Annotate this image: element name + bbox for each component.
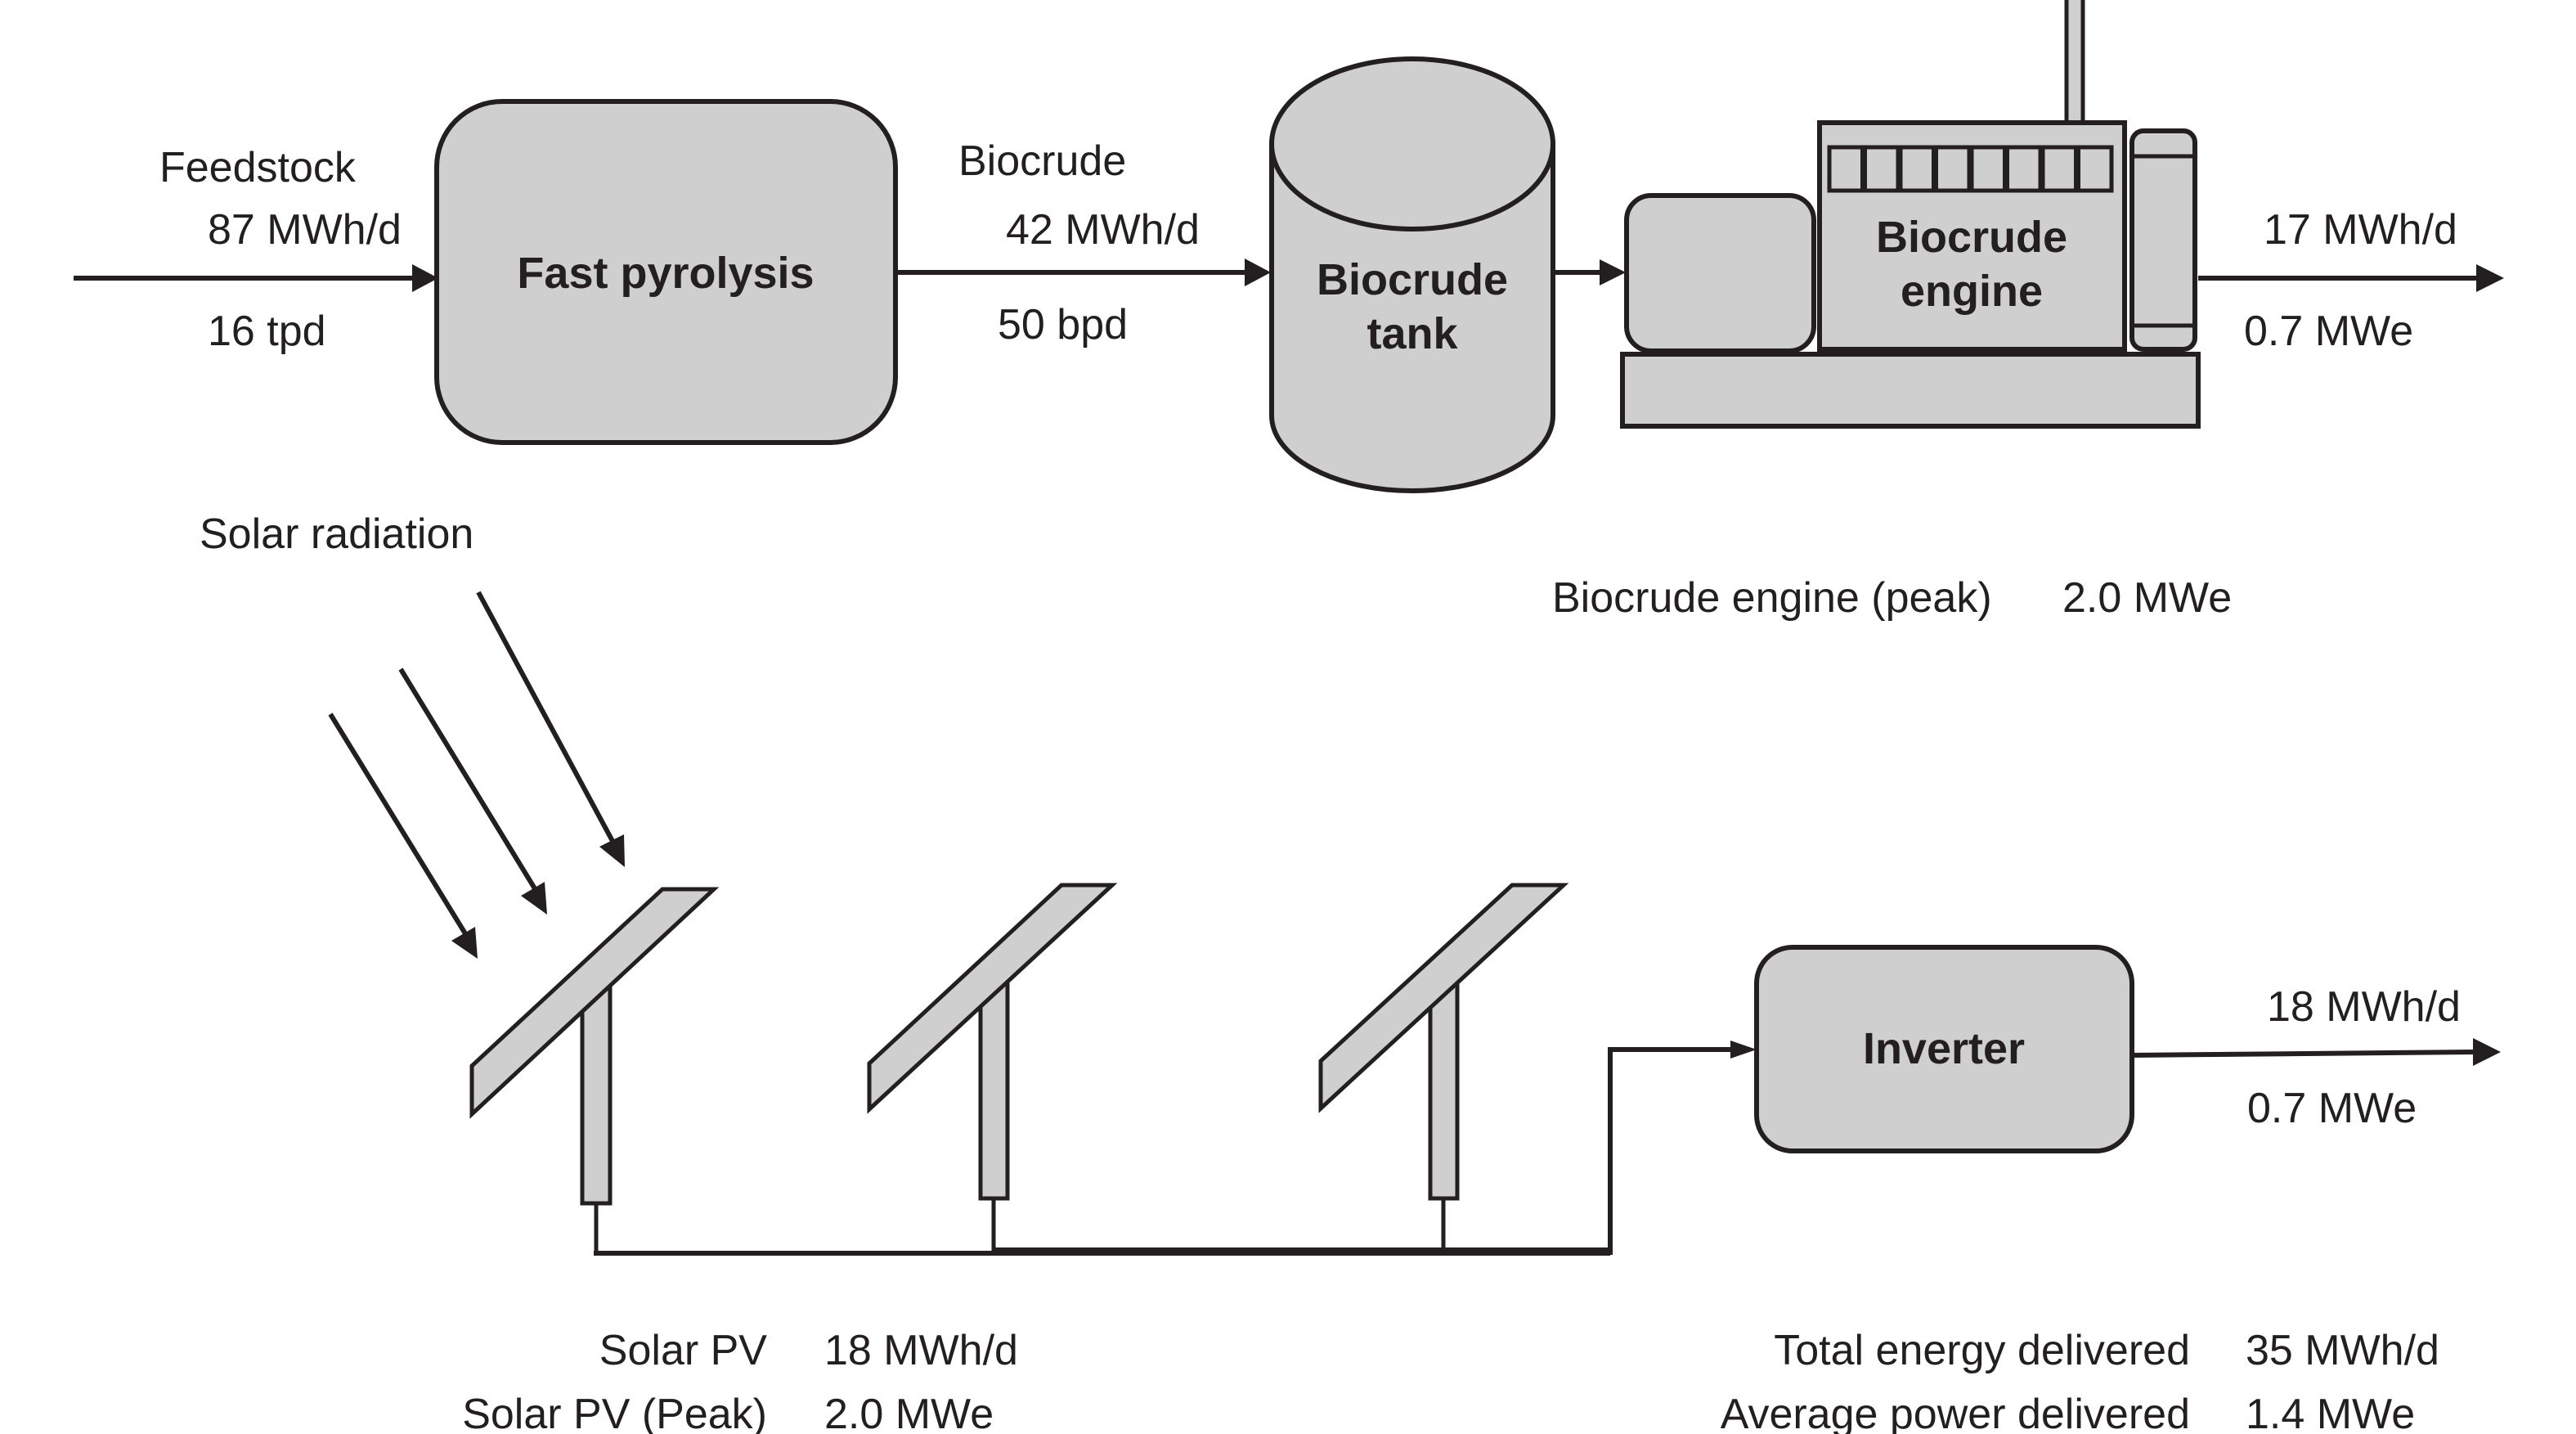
biocrude-arrow <box>895 258 1271 286</box>
inverter-unit: Inverter <box>1754 945 2134 1153</box>
radiation-arrow <box>476 591 625 867</box>
engine-base <box>1620 352 2201 429</box>
engine-cylinders <box>1827 145 2114 193</box>
engine-cylinder <box>1934 145 1972 193</box>
solar-pv-label: Solar PV <box>599 1327 768 1374</box>
engine-cylinder <box>1898 145 1936 193</box>
inverter-label: Inverter <box>1863 1024 2025 1073</box>
solar-pv-peak-label: Solar PV (Peak) <box>462 1391 767 1434</box>
solar-radiation-label: Solar radiation <box>200 510 473 558</box>
engine-alternator <box>1624 193 1816 353</box>
engine-label-line2: engine <box>1901 267 2043 316</box>
radiation-arrow <box>328 713 478 959</box>
biocrude-tank: Biocrude tank <box>1269 56 1555 493</box>
feedstock-arrow <box>74 264 438 292</box>
tank-to-engine-arrow <box>1553 259 1626 285</box>
solar-pv-peak-value: 2.0 MWe <box>824 1391 994 1434</box>
engine-cylinder <box>2040 145 2078 193</box>
radiation-arrow <box>398 668 547 915</box>
engine-cylinder <box>2076 145 2114 193</box>
panel-face <box>1318 883 1569 1113</box>
panel-post <box>580 979 613 1206</box>
engine-cylinder <box>2005 145 2043 193</box>
engine-peak-label: Biocrude engine (peak) <box>1552 574 1992 622</box>
panel-face <box>469 887 720 1119</box>
biocrude-label: Biocrude <box>958 137 1126 185</box>
panel-post <box>978 978 1010 1201</box>
fast-pyrolysis-label: Fast pyrolysis <box>517 249 814 298</box>
inverter-box <box>1754 945 2134 1153</box>
solar-panel <box>469 887 720 1253</box>
solar-panel <box>867 883 1118 1253</box>
total-energy-label: Total energy delivered <box>1774 1327 2190 1374</box>
biocrude-volume: 50 bpd <box>998 301 1128 348</box>
engine-peak-value: 2.0 MWe <box>2062 574 2232 622</box>
tank-label-line1: Biocrude <box>1317 255 1508 304</box>
engine-output-arrow <box>2198 264 2504 292</box>
feedstock-mass: 16 tpd <box>208 308 326 355</box>
engine-cylinder <box>1969 145 2007 193</box>
pv-wiring <box>594 1041 1757 1256</box>
engine-label-line1: Biocrude <box>1876 213 2067 262</box>
inverter-output-power: 0.7 MWe <box>2247 1085 2417 1132</box>
feedstock-energy: 87 MWh/d <box>208 206 402 254</box>
engine-radiator <box>2129 128 2197 352</box>
engine-cylinder <box>1863 145 1901 193</box>
panel-face <box>867 883 1118 1114</box>
engine-output-energy: 17 MWh/d <box>2264 206 2457 254</box>
total-energy-value: 35 MWh/d <box>2246 1327 2439 1374</box>
tank-body <box>1269 142 1555 493</box>
inverter-output-arrow <box>2131 1038 2501 1066</box>
inverter-output-energy: 18 MWh/d <box>2267 983 2461 1031</box>
solar-panel <box>1318 883 1569 1252</box>
feedstock-label: Feedstock <box>159 144 357 191</box>
solar-radiation-arrows <box>328 591 625 959</box>
average-power-label: Average power delivered <box>1721 1391 2190 1434</box>
biocrude-energy: 42 MWh/d <box>1006 206 1200 254</box>
engine-output-power: 0.7 MWe <box>2244 308 2413 355</box>
average-power-value: 1.4 MWe <box>2246 1391 2415 1434</box>
panel-post <box>1428 978 1460 1201</box>
biocrude-engine: Biocrude engine <box>1620 0 2201 429</box>
fast-pyrolysis-unit: Fast pyrolysis <box>434 99 898 445</box>
engine-cylinder <box>1827 145 1865 193</box>
engine-exhaust-stack <box>2064 0 2085 125</box>
tank-label-line2: tank <box>1367 309 1458 358</box>
solar-pv-value: 18 MWh/d <box>824 1327 1018 1374</box>
tank-top <box>1269 56 1555 232</box>
